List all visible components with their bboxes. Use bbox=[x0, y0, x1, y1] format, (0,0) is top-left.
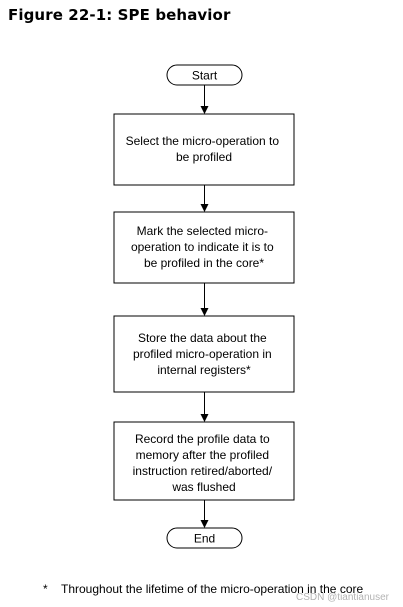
svg-text:Mark the selected micro-: Mark the selected micro- operation to in… bbox=[131, 224, 277, 270]
process-box-mark: Mark the selected micro- operation to in… bbox=[113, 211, 295, 284]
start-terminal: Start bbox=[166, 64, 243, 86]
footnote: * Throughout the lifetime of the micro-op… bbox=[43, 582, 363, 596]
step-line: be profiled in the core* bbox=[144, 256, 264, 270]
step-line: Store the data about the bbox=[138, 331, 267, 345]
svg-text:Select the micro-operation to: Select the micro-operation to be profile… bbox=[126, 134, 283, 164]
svg-text:Record the profile data to: Record the profile data to memory after … bbox=[133, 432, 276, 494]
step-line: operation to indicate it is to bbox=[131, 240, 274, 254]
end-label: End bbox=[194, 532, 215, 546]
end-terminal: End bbox=[166, 527, 243, 549]
step-line: memory after the profiled bbox=[136, 448, 269, 462]
step-line: Select the micro-operation to bbox=[126, 134, 280, 148]
step-line: was flushed bbox=[171, 480, 235, 494]
process-box-store: Store the data about the profiled micro-… bbox=[113, 315, 295, 393]
watermark: CSDN @tiantianuser bbox=[296, 592, 389, 603]
start-label: Start bbox=[192, 69, 218, 83]
step-line: internal registers* bbox=[157, 363, 251, 377]
step-line: instruction retired/aborted/ bbox=[133, 464, 273, 478]
svg-text:Store the data about the: Store the data about the profiled micro-… bbox=[133, 331, 275, 377]
footnote-text: Throughout the lifetime of the micro-ope… bbox=[61, 582, 364, 596]
figure-title: Figure 22-1: SPE behavior bbox=[8, 6, 231, 24]
process-box-select: Select the micro-operation to be profile… bbox=[113, 113, 295, 186]
step-line: Record the profile data to bbox=[135, 432, 270, 446]
step-line: Mark the selected micro- bbox=[137, 224, 268, 238]
footnote-marker: * bbox=[43, 582, 48, 596]
step-line: be profiled bbox=[176, 150, 232, 164]
step-line: profiled micro-operation in bbox=[133, 347, 272, 361]
process-box-record: Record the profile data to memory after … bbox=[113, 421, 295, 501]
